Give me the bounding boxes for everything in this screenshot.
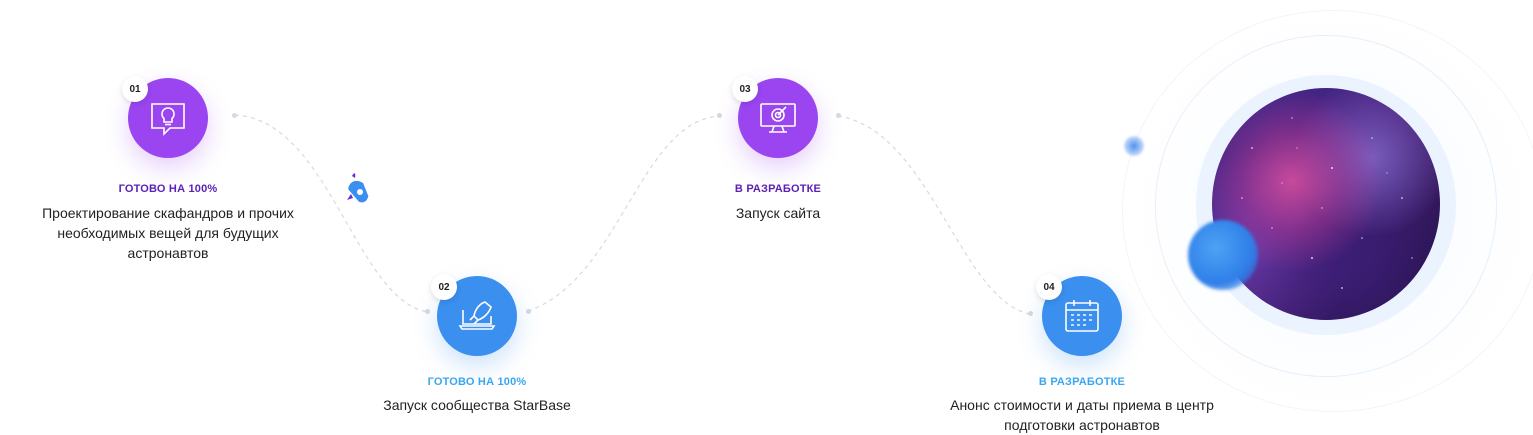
path-dot [717,113,722,118]
step-number: 01 [122,76,148,102]
path-dot [425,309,430,314]
laptop-rocket-icon [458,301,496,330]
step-4-title: Анонс стоимости и даты приема в центр по… [950,397,1214,433]
step-1-circle: 01 [122,76,208,158]
step-3-status: В РАЗРАБОТКЕ [734,183,822,195]
path-dot [232,113,237,118]
step-1-status: ГОТОВО НА 100% [118,183,218,195]
planet-image [1212,88,1440,320]
step-2-status: ГОТОВО НА 100% [427,376,527,388]
planet-stars [1241,117,1413,289]
lightbulb-chat-icon [151,103,185,136]
rocket-icon [347,173,369,203]
step-4-status: В РАЗРАБОТКЕ [1038,376,1126,388]
step-number: 02 [431,274,457,300]
step-1-title: Проектирование скафандров и прочих необх… [42,205,294,261]
path-dot [1028,311,1033,316]
step-2-title: Запуск сообщества StarBase [383,397,571,413]
monitor-target-icon [760,103,796,133]
calendar-icon [1065,300,1099,332]
step-2-circle: 02 [431,274,517,356]
step-number: 04 [1036,274,1062,300]
planet-inner-orbit [1155,35,1497,377]
step-4-circle: 04 [1036,274,1122,356]
step-3-circle: 03 [732,76,818,158]
blue-blob-small [1124,136,1144,156]
path-dot [836,113,841,118]
step-3-title: Запуск сайта [735,205,821,221]
step-number: 03 [732,76,758,102]
path-dot [526,309,531,314]
blue-blob-large [1188,220,1258,290]
